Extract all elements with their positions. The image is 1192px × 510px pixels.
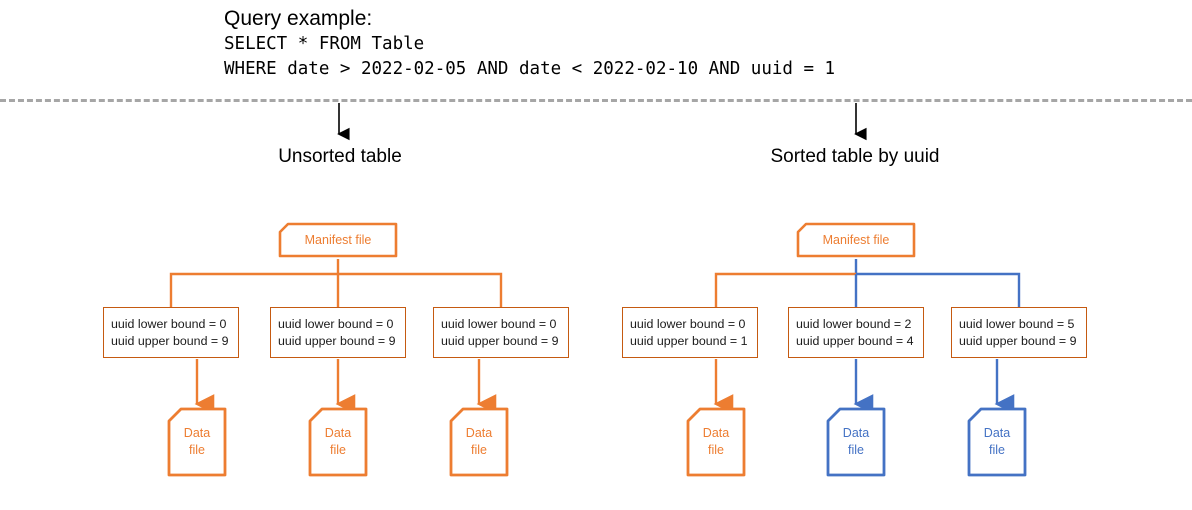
data-file-line-2: file [708, 443, 724, 457]
query-sql-line-2: WHERE date > 2022-02-05 AND date < 2022-… [224, 59, 836, 79]
bounds-box-unsorted-2[interactable]: uuid lower bound = 0 uuid upper bound = … [270, 307, 406, 358]
data-file-unsorted-1[interactable]: Data file [166, 406, 228, 478]
manifest-file-unsorted-label: Manifest file [304, 233, 372, 247]
data-file-line-2: file [471, 443, 487, 457]
data-file-line-1: Data [183, 426, 211, 440]
bounds-upper-label: uuid upper bound = 9 [959, 333, 1077, 348]
bounds-box-sorted-3[interactable]: uuid lower bound = 5 uuid upper bound = … [951, 307, 1087, 358]
section-divider [0, 99, 1192, 102]
data-file-line-1: Data [324, 426, 352, 440]
data-file-sorted-1[interactable]: Data file [685, 406, 747, 478]
bounds-box-sorted-2[interactable]: uuid lower bound = 2 uuid upper bound = … [788, 307, 924, 358]
data-file-label: Data file [966, 406, 1028, 478]
data-file-line-1: Data [702, 426, 730, 440]
query-example-block: Query example: SELECT * FROM Table WHERE… [224, 6, 984, 82]
connector-left-branch-1 [169, 272, 338, 307]
bounds-lower-label: uuid lower bound = 0 [278, 316, 394, 331]
data-file-label: Data file [685, 406, 747, 478]
bounds-lower-label: uuid lower bound = 0 [111, 316, 227, 331]
bounds-lower-label: uuid lower bound = 2 [796, 316, 912, 331]
query-example-title: Query example: [224, 7, 373, 30]
manifest-file-sorted-label: Manifest file [822, 233, 890, 247]
bounds-box-sorted-1[interactable]: uuid lower bound = 0 uuid upper bound = … [622, 307, 758, 358]
data-file-unsorted-3[interactable]: Data file [448, 406, 510, 478]
connector-right-branch-3 [856, 272, 1021, 307]
bounds-lower-label: uuid lower bound = 0 [441, 316, 557, 331]
bounds-upper-label: uuid upper bound = 9 [441, 333, 559, 348]
data-file-line-1: Data [842, 426, 870, 440]
bounds-upper-label: uuid upper bound = 1 [630, 333, 748, 348]
data-file-label: Data file [448, 406, 510, 478]
data-file-line-2: file [989, 443, 1005, 457]
bounds-upper-label: uuid upper bound = 4 [796, 333, 914, 348]
data-file-label: Data file [307, 406, 369, 478]
bounds-upper-label: uuid upper bound = 9 [111, 333, 229, 348]
connector-left-branch-3 [338, 272, 503, 307]
bounds-upper-label: uuid upper bound = 9 [278, 333, 396, 348]
section-title-sorted: Sorted table by uuid [770, 146, 940, 167]
manifest-file-unsorted[interactable]: Manifest file [277, 221, 399, 259]
data-file-sorted-3[interactable]: Data file [966, 406, 1028, 478]
data-file-line-2: file [330, 443, 346, 457]
data-file-label: Data file [166, 406, 228, 478]
connector-right-branch-1 [714, 272, 856, 307]
section-title-unsorted: Unsorted table [278, 146, 402, 167]
bounds-lower-label: uuid lower bound = 5 [959, 316, 1075, 331]
data-file-unsorted-2[interactable]: Data file [307, 406, 369, 478]
manifest-file-sorted[interactable]: Manifest file [795, 221, 917, 259]
data-file-label: Data file [825, 406, 887, 478]
data-file-line-1: Data [983, 426, 1011, 440]
data-file-sorted-2[interactable]: Data file [825, 406, 887, 478]
data-file-line-2: file [189, 443, 205, 457]
bounds-box-unsorted-1[interactable]: uuid lower bound = 0 uuid upper bound = … [103, 307, 239, 358]
query-sql-line-1: SELECT * FROM Table [224, 34, 425, 54]
data-file-line-2: file [848, 443, 864, 457]
data-file-line-1: Data [465, 426, 493, 440]
bounds-box-unsorted-3[interactable]: uuid lower bound = 0 uuid upper bound = … [433, 307, 569, 358]
bounds-lower-label: uuid lower bound = 0 [630, 316, 746, 331]
